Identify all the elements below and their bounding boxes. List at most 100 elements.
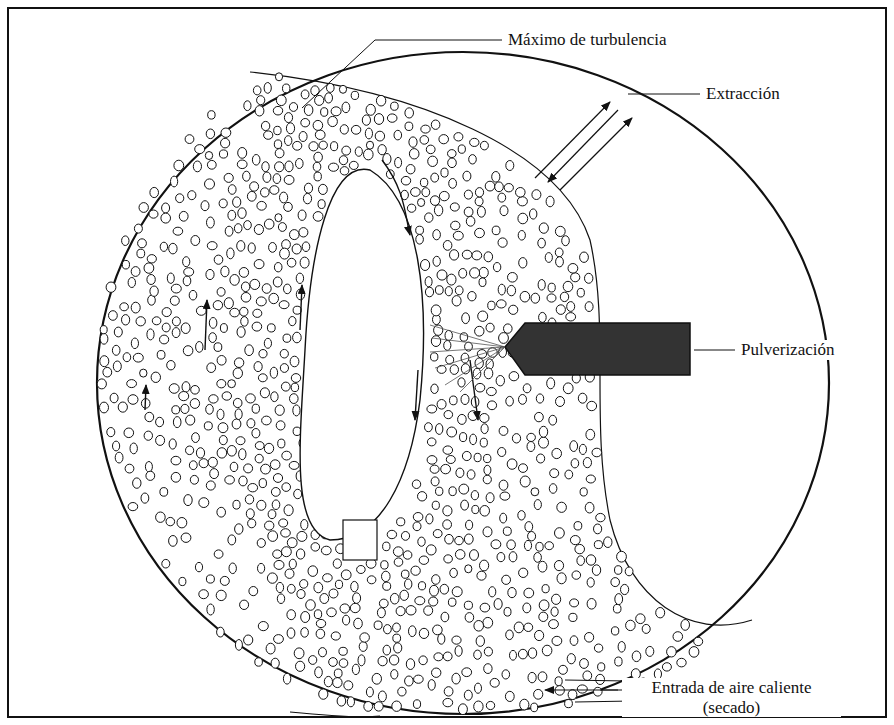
particle [480, 438, 487, 447]
particle [646, 646, 654, 656]
spray-cone [430, 325, 505, 392]
particle [570, 536, 580, 545]
particle [114, 327, 122, 337]
particle [146, 471, 155, 480]
particle [499, 426, 508, 435]
particle [193, 161, 201, 172]
particle [445, 534, 454, 544]
particle [611, 578, 620, 587]
particle [299, 228, 308, 237]
particle [241, 293, 251, 303]
particle [230, 275, 239, 286]
particle [462, 668, 472, 677]
particle [383, 645, 391, 655]
particle [221, 266, 229, 277]
particle [339, 659, 348, 668]
particle [235, 524, 243, 534]
particle [480, 560, 489, 571]
particle [206, 129, 214, 139]
particle [465, 565, 472, 573]
particle [397, 518, 405, 526]
particle [97, 379, 106, 389]
particle [285, 161, 293, 172]
particle [510, 650, 517, 660]
particle [352, 664, 359, 674]
particle [592, 565, 600, 576]
particle [270, 186, 279, 195]
particle [291, 383, 298, 391]
particle [241, 282, 249, 292]
particle [662, 663, 671, 671]
particle [293, 427, 301, 435]
particle [220, 576, 229, 585]
particle [134, 224, 142, 233]
particle [331, 632, 340, 640]
particle [237, 327, 245, 338]
particle [269, 293, 279, 303]
particle [179, 211, 188, 221]
particle [464, 534, 473, 544]
particle [374, 114, 383, 125]
particle [454, 133, 463, 141]
particle [642, 624, 650, 633]
particle [287, 258, 296, 267]
particle [462, 250, 472, 259]
particle [169, 243, 177, 254]
particle [531, 703, 538, 712]
particle [475, 326, 484, 336]
particle [230, 308, 240, 317]
particle [113, 441, 120, 451]
particle [480, 414, 489, 423]
particle [255, 442, 264, 450]
particle [283, 334, 291, 342]
particle [462, 451, 471, 460]
particle [354, 618, 363, 629]
particle [192, 433, 200, 443]
particle [440, 584, 449, 594]
particle [263, 172, 271, 182]
particle [484, 465, 491, 475]
particle [244, 635, 253, 645]
particle [311, 543, 320, 551]
particle [147, 255, 156, 263]
particle [249, 587, 258, 596]
particle [483, 527, 492, 537]
particle [443, 446, 453, 454]
bed-region [100, 74, 740, 712]
particle [479, 278, 486, 287]
particle [578, 393, 587, 403]
particle [586, 429, 595, 440]
particle [293, 332, 302, 343]
particle [435, 286, 443, 295]
sample-window [343, 520, 377, 560]
particle [428, 156, 438, 166]
particle [301, 119, 310, 127]
particle [357, 566, 366, 574]
particle [244, 464, 253, 473]
particle [262, 284, 271, 294]
particle [229, 563, 236, 574]
particle [331, 107, 341, 116]
particle [315, 95, 324, 105]
particle [239, 268, 248, 278]
particle [206, 269, 214, 279]
particle [195, 562, 202, 571]
particle [209, 333, 217, 343]
particle [160, 335, 169, 344]
particle [144, 431, 152, 440]
particle [461, 500, 469, 510]
particle [489, 587, 496, 597]
particle [580, 659, 589, 669]
particle [185, 135, 194, 144]
particle [289, 317, 296, 326]
particle [512, 434, 520, 443]
particle [189, 290, 197, 300]
particle [340, 604, 350, 613]
particle [275, 162, 284, 172]
particle [443, 241, 452, 251]
particle [314, 152, 323, 162]
particle [574, 522, 582, 530]
particle [228, 185, 236, 195]
particle [162, 203, 170, 213]
